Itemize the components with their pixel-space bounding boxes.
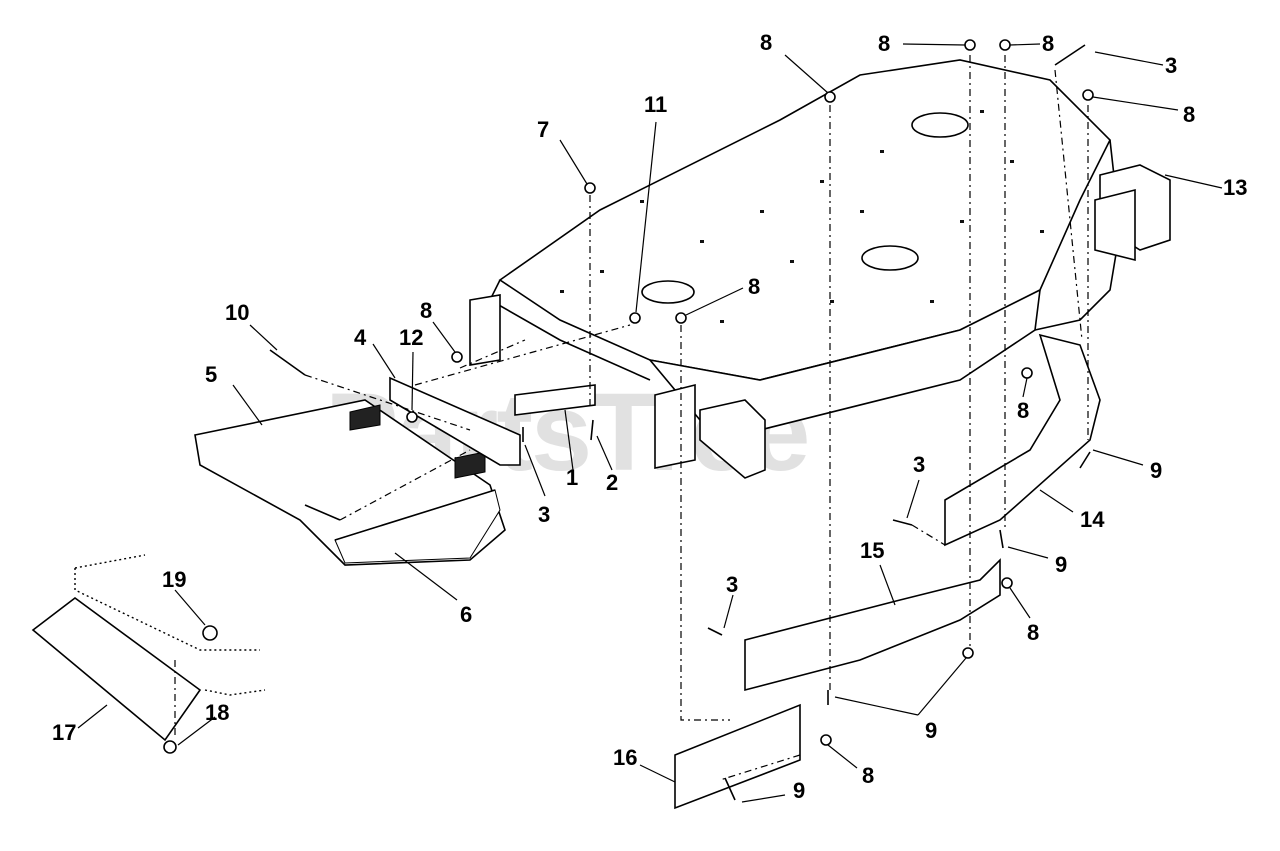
leader-lines [77, 43, 1223, 803]
callout-1: 1 [566, 465, 578, 490]
callout-2: 2 [606, 470, 618, 495]
callout-3: 3 [1165, 53, 1177, 78]
callout-13: 13 [1223, 175, 1247, 200]
callout-9: 9 [1150, 458, 1162, 483]
callout-7: 7 [537, 117, 549, 142]
callout-17: 17 [52, 720, 76, 745]
hinge-bracket-13 [1094, 164, 1171, 262]
plate-16 [674, 703, 801, 810]
callout-8: 8 [862, 763, 874, 788]
callout-8: 8 [420, 298, 432, 323]
callout-8: 8 [748, 274, 760, 299]
callout-15: 15 [860, 538, 884, 563]
callout-12: 12 [399, 325, 423, 350]
callout-8: 8 [1027, 620, 1039, 645]
callout-14: 14 [1080, 507, 1105, 532]
callout-3: 3 [913, 452, 925, 477]
callout-10: 10 [225, 300, 249, 325]
bracket-1 [514, 384, 596, 416]
hardware [163, 39, 1094, 801]
baffle-15 [744, 558, 1001, 692]
callout-4: 4 [354, 325, 367, 350]
callout-3: 3 [538, 502, 550, 527]
callout-6: 6 [460, 602, 472, 627]
callout-16: 16 [613, 745, 637, 770]
hinge-bar-4 [389, 376, 521, 466]
callout-3: 3 [726, 572, 738, 597]
callout-18: 18 [205, 700, 229, 725]
callout-5: 5 [205, 362, 217, 387]
deflector-17 [31, 554, 266, 742]
callout-19: 19 [162, 567, 186, 592]
callout-8: 8 [1017, 398, 1029, 423]
assembly-lines [174, 55, 1089, 781]
callout-8: 8 [1183, 102, 1195, 127]
callout-8: 8 [760, 30, 772, 55]
mower-deck-housing [469, 59, 1121, 479]
callout-9: 9 [925, 718, 937, 743]
callout-11: 11 [644, 92, 667, 117]
callout-8: 8 [878, 31, 890, 56]
callout-8: 8 [1042, 31, 1054, 56]
callout-9: 9 [1055, 552, 1067, 577]
discharge-chute-5 [194, 399, 506, 566]
baffle-14 [944, 333, 1101, 547]
callout-9: 9 [793, 778, 805, 803]
callout-labels: 1 2 3 3 3 3 4 5 6 7 8 8 8 8 8 8 8 8 8 9 … [52, 30, 1247, 803]
